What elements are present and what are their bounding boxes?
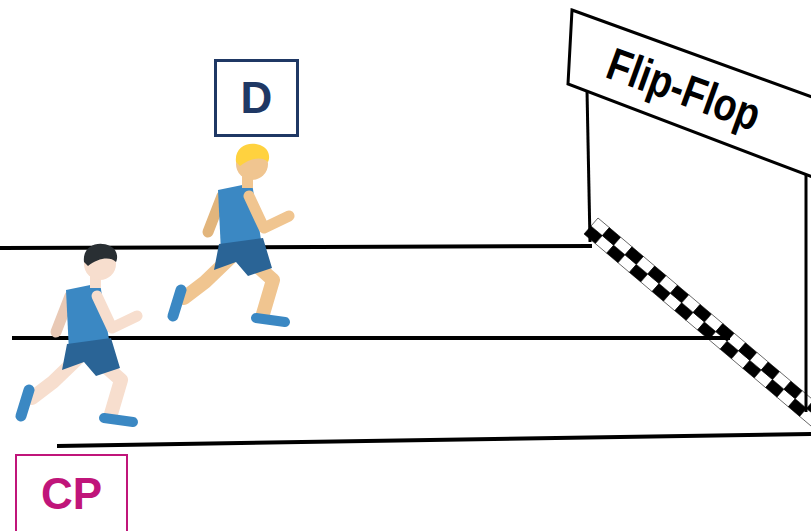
banner-pole	[805, 165, 808, 412]
runner-figure	[21, 244, 137, 422]
track-lane-line	[57, 434, 811, 446]
finish-banner: Flip-Flop	[565, 8, 811, 178]
track-lane-line	[12, 336, 730, 340]
runner-shoe	[104, 418, 133, 422]
runner-shoe	[21, 390, 29, 416]
runner-figure	[173, 144, 289, 322]
runner-shoe	[173, 290, 181, 316]
runner-hair	[84, 244, 117, 266]
node-label: CP	[41, 469, 102, 519]
banner-pole	[587, 90, 590, 242]
label-box: CP	[15, 454, 128, 531]
label-box: D	[214, 59, 299, 137]
runner-shoe	[256, 318, 285, 322]
node-label: D	[241, 73, 273, 123]
runner-arm	[249, 196, 289, 228]
finish-line-checker	[584, 218, 811, 426]
track-lane-line	[0, 246, 592, 248]
runner-shorts	[62, 338, 120, 376]
runner-shorts	[214, 238, 272, 276]
banner-board	[568, 10, 811, 178]
runner-hair	[236, 144, 269, 166]
runner-arm	[97, 296, 137, 328]
